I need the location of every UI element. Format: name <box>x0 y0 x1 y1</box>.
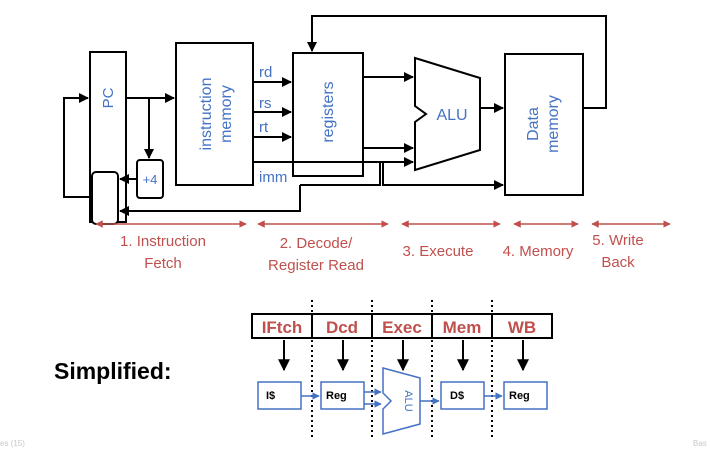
field-rs: rs <box>259 95 272 112</box>
reg-read-unit <box>320 381 365 410</box>
dcache-label: D$ <box>450 390 464 402</box>
alu-block: ALU <box>414 56 481 172</box>
stage-name-wb: WB <box>508 318 536 337</box>
alu-unit-label: ALU <box>402 390 414 411</box>
stage-dividers <box>311 300 493 440</box>
simplified-units <box>257 367 548 435</box>
stage-2-line2: Register Read <box>268 257 364 274</box>
stage-name-dcd: Dcd <box>326 318 358 337</box>
reg-write-unit <box>503 381 548 410</box>
stage-5-line1: 5. Write <box>592 232 643 249</box>
field-rd: rd <box>259 64 272 81</box>
stage-down-arrows <box>278 340 529 372</box>
stage-3-line1: 3. Execute <box>403 243 474 260</box>
reg-read-label: Reg <box>326 390 347 402</box>
stage-name-exec: Exec <box>382 318 422 337</box>
data-memory-block: Data memory <box>504 53 584 196</box>
registers-block: registers <box>292 52 364 177</box>
pc-mux-block <box>91 171 119 225</box>
pc-label: PC <box>100 87 117 108</box>
stage-name-bar <box>251 313 553 339</box>
plus4-block: +4 <box>136 159 164 199</box>
field-imm: imm <box>259 169 287 186</box>
registers-label: registers <box>320 81 337 142</box>
field-rt: rt <box>259 119 269 136</box>
icache-label: I$ <box>266 390 275 402</box>
plus4-label: +4 <box>143 172 158 187</box>
stage-5-line2: Back <box>601 254 635 271</box>
stage-name-mem: Mem <box>443 318 482 337</box>
stage-2-line1: 2. Decode/ <box>280 235 353 252</box>
stage-1-line2: Fetch <box>144 255 182 272</box>
footer-left: es (15) <box>0 439 25 448</box>
reg-write-label: Reg <box>509 390 530 402</box>
imem-label-line1: instruction <box>198 78 215 151</box>
alu-unit <box>382 367 421 435</box>
instruction-memory-block: instruction memory <box>175 42 254 186</box>
dmem-label-line1: Data <box>525 107 542 141</box>
stage-name-iftch: IFtch <box>262 318 303 337</box>
icache-unit <box>257 381 302 410</box>
imem-label-line2: memory <box>218 85 235 143</box>
alu-label: ALU <box>436 107 467 124</box>
stage-1-line1: 1. Instruction <box>120 233 206 250</box>
simplified-title: Simplified: <box>54 358 172 384</box>
datapath-wires <box>63 15 607 216</box>
stage-4-line1: 4. Memory <box>503 243 574 260</box>
dmem-label-line2: memory <box>545 95 562 153</box>
footer-right: Bas <box>693 439 707 448</box>
